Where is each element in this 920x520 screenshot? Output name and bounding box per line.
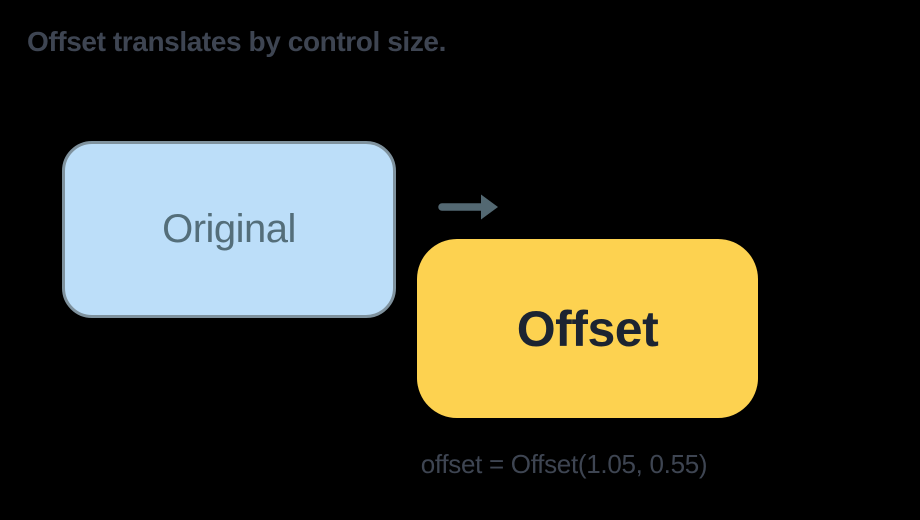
offset-box-label: Offset bbox=[516, 300, 659, 357]
diagram-title: Offset translates by control size. bbox=[27, 26, 446, 57]
offset-code-caption: offset = Offset(1.05, 0.55) bbox=[420, 449, 708, 479]
offset-box: Offset bbox=[417, 239, 758, 418]
original-box: Original bbox=[62, 141, 396, 318]
original-box-label: Original bbox=[162, 207, 296, 251]
right-arrow-head bbox=[481, 194, 498, 220]
right-arrow-icon bbox=[438, 194, 498, 220]
